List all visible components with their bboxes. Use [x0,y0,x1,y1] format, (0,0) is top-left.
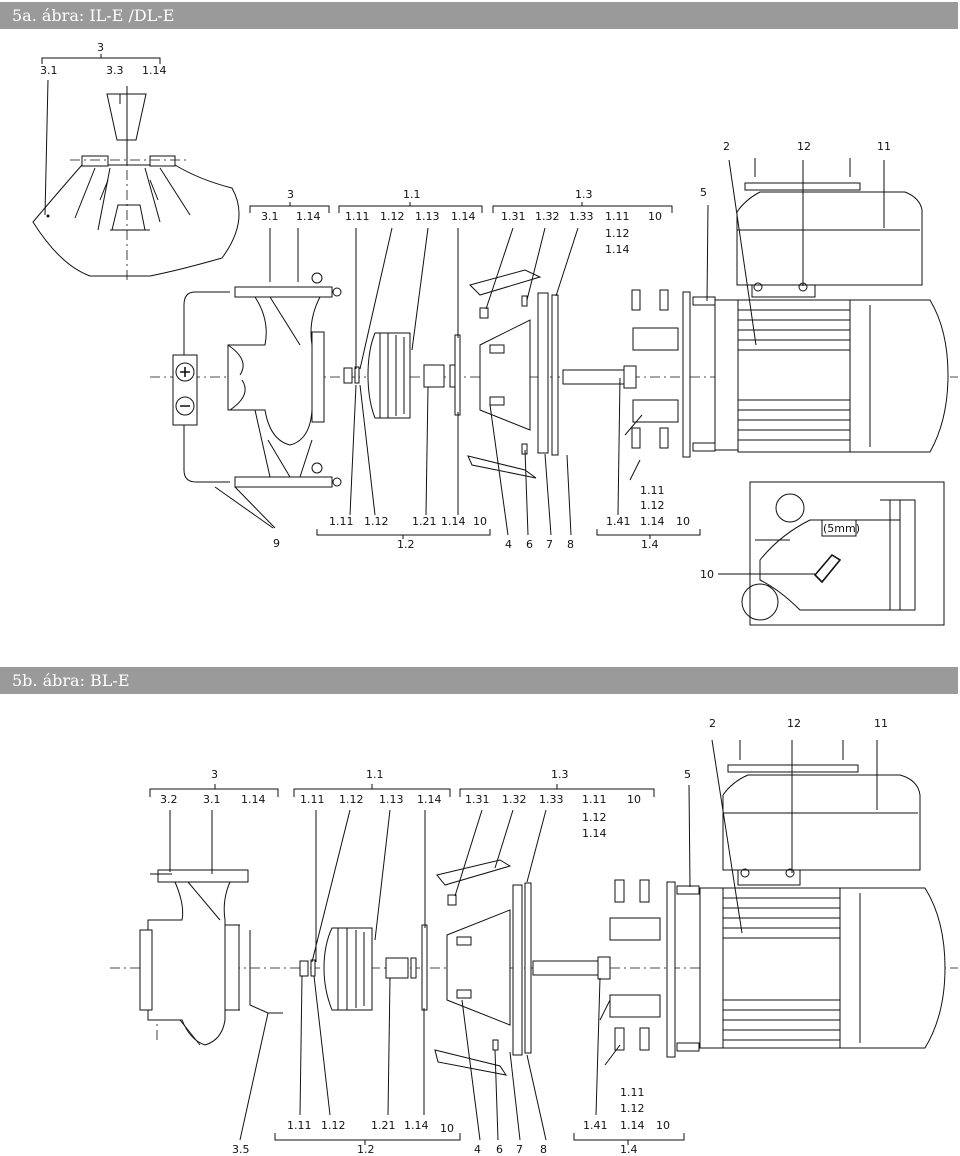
label: 1.11 [300,793,325,806]
label: 1.11 [582,793,607,806]
label: 10 [648,210,662,223]
label: 1.12 [605,227,630,240]
label: 10 [700,568,714,581]
label: 7 [516,1143,523,1156]
label: 1.14 [451,210,476,223]
label: 1.11 [620,1086,645,1099]
label: 10 [627,793,641,806]
section-a-title: 5a. ábra: IL-E /DL-E [12,6,175,25]
label: 1.11 [287,1119,312,1132]
label: 1.13 [415,210,440,223]
label: 2 [723,140,730,153]
label: 5 [700,186,707,199]
label: 5 [684,768,691,781]
label: 1.12 [582,811,607,824]
label: 10 [440,1122,454,1135]
label: 1.14 [582,827,607,840]
label: 1.14 [605,243,630,256]
label: 1.31 [501,210,526,223]
label: 1.4 [641,538,659,551]
label: 4 [505,538,512,551]
detail-inset: (5mm) 10 [700,481,945,626]
label: 1.14 [142,64,167,77]
label: 3.3 [106,64,124,77]
label: 1.32 [502,793,527,806]
label: 1.31 [465,793,490,806]
inset-pump-cutaway: 3 3.1 3.3 1.14 [32,41,240,282]
label: 2 [709,717,716,730]
label: 1.12 [640,499,665,512]
label: 6 [526,538,533,551]
label: 11 [877,140,891,153]
label: 6 [496,1143,503,1156]
label: 3 [97,41,104,54]
label: 1.32 [535,210,560,223]
label: 1.12 [620,1102,645,1115]
label: 1.3 [575,188,593,201]
label: 1.14 [417,793,442,806]
label: 1.4 [620,1143,638,1156]
label: 1.12 [321,1119,346,1132]
label: 1.14 [441,515,466,528]
section-a-header: 5a. ábra: IL-E /DL-E [0,2,958,29]
label: 3.1 [261,210,279,223]
label: 1.12 [339,793,364,806]
label: 10 [656,1119,670,1132]
label: 4 [474,1143,481,1156]
label: 1.12 [364,515,389,528]
label: 1.11 [329,515,354,528]
label: 1.11 [640,484,665,497]
label: 1.33 [539,793,564,806]
section-b-title: 5b. ábra: BL-E [12,671,130,690]
label: 10 [676,515,690,528]
label: 1.21 [412,515,437,528]
label: 1.41 [583,1119,608,1132]
label: 1.2 [397,538,415,551]
label: 1.11 [605,210,630,223]
label: 11 [874,717,888,730]
label: 8 [567,538,574,551]
label: 1.3 [551,768,569,781]
label: 12 [787,717,801,730]
label: 3.2 [160,793,178,806]
bottom-group-brackets-b: 3.5 1.11 1.12 1.21 1.14 10 1.2 4 6 7 8 1… [232,975,685,1156]
label: 10 [473,515,487,528]
label: 1.14 [620,1119,645,1132]
label: 1.21 [371,1119,396,1132]
pump-assembly-b [110,739,958,1076]
label: 8 [540,1143,547,1156]
label: 3.1 [40,64,58,77]
label: 1.11 [345,210,370,223]
label: 12 [797,140,811,153]
label: 3 [287,188,294,201]
label: 1.13 [379,793,404,806]
label: 7 [546,538,553,551]
label: 1.14 [241,793,266,806]
section-b-header: 5b. ábra: BL-E [0,667,958,694]
label: 1.41 [606,515,631,528]
label: 9 [273,537,280,550]
pump-assembly-a [150,158,958,488]
label: 1.1 [403,188,421,201]
label: 1.14 [296,210,321,223]
label: 3.5 [232,1143,250,1156]
label: 1.33 [569,210,594,223]
label: 1.1 [366,768,384,781]
label: 1.12 [380,210,405,223]
label: 3 [211,768,218,781]
label: 1.14 [640,515,665,528]
label: 3.1 [203,793,221,806]
top-group-brackets-a: 3 3.1 1.14 1.1 1.11 1.12 1.13 1.14 1.3 1… [249,140,891,256]
label: 1.2 [357,1143,375,1156]
top-group-brackets-b: 2 12 11 5 3 3.2 3.1 1.14 1.1 1.11 1.12 1… [149,717,888,840]
bottom-group-brackets-a: 9 1.11 1.12 1.21 1.14 10 1.2 4 6 7 8 1.1… [214,377,701,551]
label: 1.14 [404,1119,429,1132]
detail-note: (5mm) [823,522,860,535]
